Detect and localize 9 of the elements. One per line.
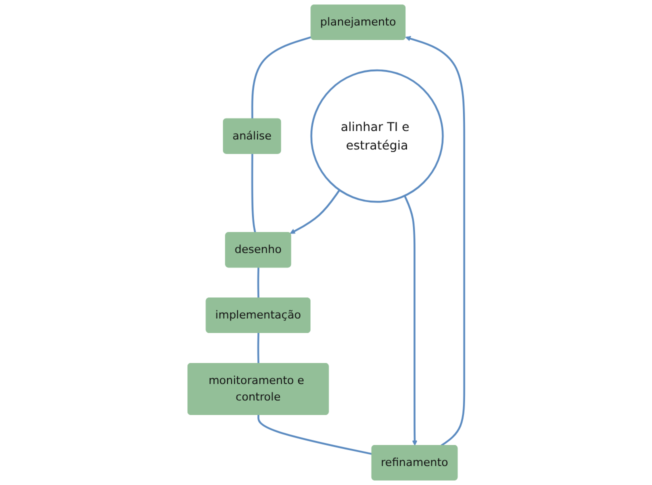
connector (257, 414, 372, 455)
connector (257, 268, 260, 298)
node-circle: alinhar TI e estratégia (310, 69, 444, 203)
arrow (405, 36, 466, 446)
connector (251, 154, 256, 233)
arrow (290, 190, 340, 234)
connector (257, 333, 260, 364)
connector (251, 36, 312, 119)
arrow (404, 195, 418, 446)
